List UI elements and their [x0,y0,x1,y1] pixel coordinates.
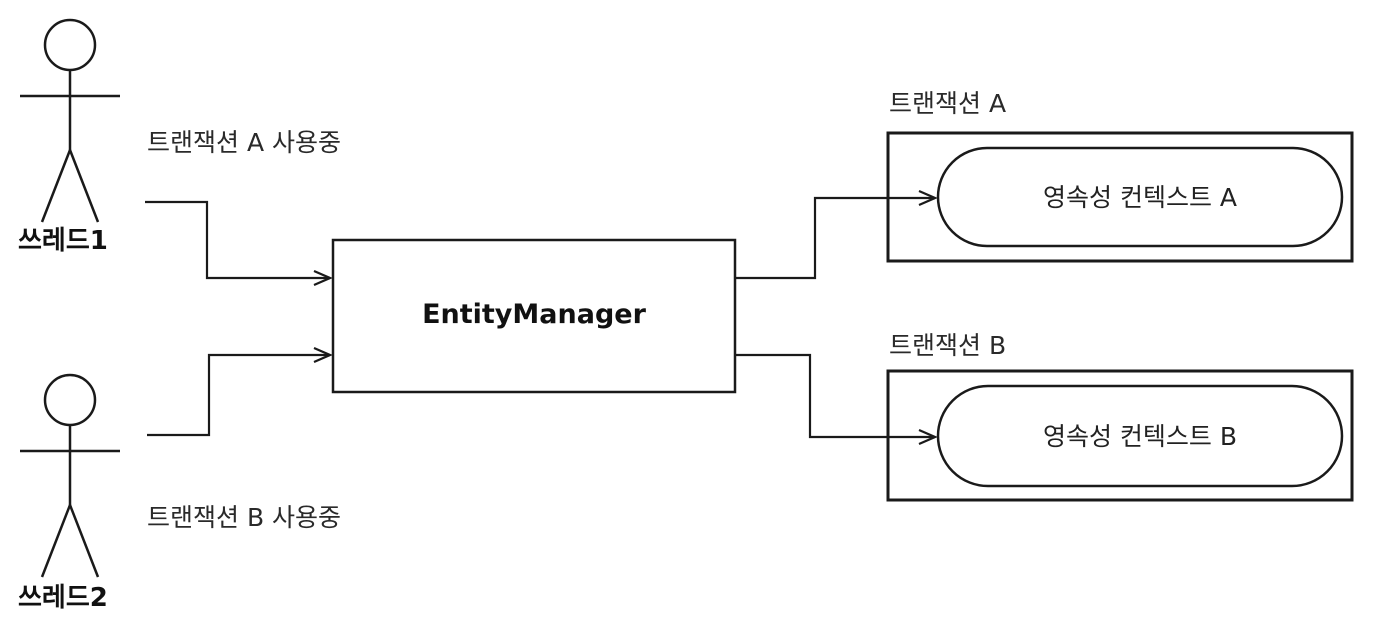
thread2-caption: 트랜잭션 B 사용중 [147,503,342,532]
entitymanager-to-context-b-arrow [735,353,935,437]
entity-manager-box [331,238,737,394]
transaction-b-title: 트랜잭션 B [889,331,1007,360]
entitymanager-to-context-a-arrow [735,198,935,280]
thread1-caption: 트랜잭션 A 사용중 [147,128,341,157]
thread2-actor-icon [20,373,120,578]
persistence-context-b-label: 영속성 컨텍스트 B [1042,422,1238,451]
persistence-context-a-capsule [936,146,1344,248]
transaction-a-title: 트랜잭션 A [889,89,1007,118]
thread1-to-entitymanager-arrow [145,200,330,278]
thread2-to-entitymanager-arrow [147,355,330,437]
thread2-label: 쓰레드2 [18,583,108,613]
entity-manager-label: EntityManager [422,299,646,330]
persistence-context-a-label: 영속성 컨텍스트 A [1043,183,1237,212]
persistence-context-b-capsule [936,384,1344,488]
thread1-actor-icon [20,18,120,223]
thread1-label: 쓰레드1 [18,226,108,256]
